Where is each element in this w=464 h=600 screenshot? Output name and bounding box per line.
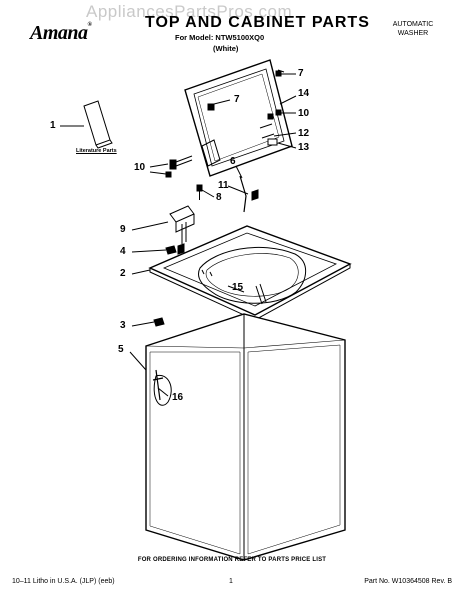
callout-4: 4: [120, 246, 126, 257]
product-type-line-2: WASHER: [397, 30, 429, 37]
callout-14: 14: [298, 88, 310, 99]
product-type: AUTOMATIC WASHER: [378, 20, 448, 38]
literature-parts-label: Literature Parts: [76, 148, 117, 154]
callout-16: 16: [172, 392, 184, 403]
callout-9: 9: [120, 224, 126, 235]
literature-booklet: [83, 100, 111, 146]
callout-10a: 10: [298, 108, 310, 119]
lid-outer: [184, 59, 293, 177]
trademark-mark: ®: [87, 22, 92, 28]
print-info: 10–11 Litho in U.S.A. (JLP) (eeb): [12, 578, 115, 585]
callout-12: 12: [298, 128, 310, 139]
page-number: 1: [229, 578, 233, 585]
lid-inner: [193, 68, 285, 167]
brand-logo: Amana®: [30, 22, 92, 45]
callout-13: 13: [298, 142, 310, 153]
callout-2: 2: [120, 268, 126, 279]
ordering-note: FOR ORDERING INFORMATION REFER TO PARTS …: [137, 557, 327, 563]
brand-logo-text: Amana: [30, 22, 88, 44]
callout-15: 15: [232, 282, 244, 293]
color-line: (White): [213, 44, 239, 53]
page-title: TOP AND CABINET PARTS: [145, 14, 370, 31]
callout-3: 3: [120, 320, 126, 331]
callout-8: 8: [216, 192, 222, 203]
callout-7b: 7: [234, 94, 240, 105]
callout-10b: 10: [134, 162, 146, 173]
product-type-line-1: AUTOMATIC: [392, 21, 434, 28]
callout-5: 5: [118, 344, 124, 355]
lid-switch: [169, 205, 195, 223]
cabinet-body: [145, 313, 346, 561]
cabinet-top: [148, 225, 352, 316]
callout-6: 6: [230, 156, 236, 167]
tub-opening: [198, 246, 307, 304]
callout-11: 11: [218, 180, 229, 191]
callout-7a: 7: [298, 68, 304, 79]
watermark: AppliancesPartsPros.com: [86, 2, 293, 21]
part-number: Part No. W10364508 Rev. B: [364, 578, 452, 585]
callout-1: 1: [50, 120, 56, 131]
model-line: For Model: NTW5100XQ0: [175, 33, 265, 42]
